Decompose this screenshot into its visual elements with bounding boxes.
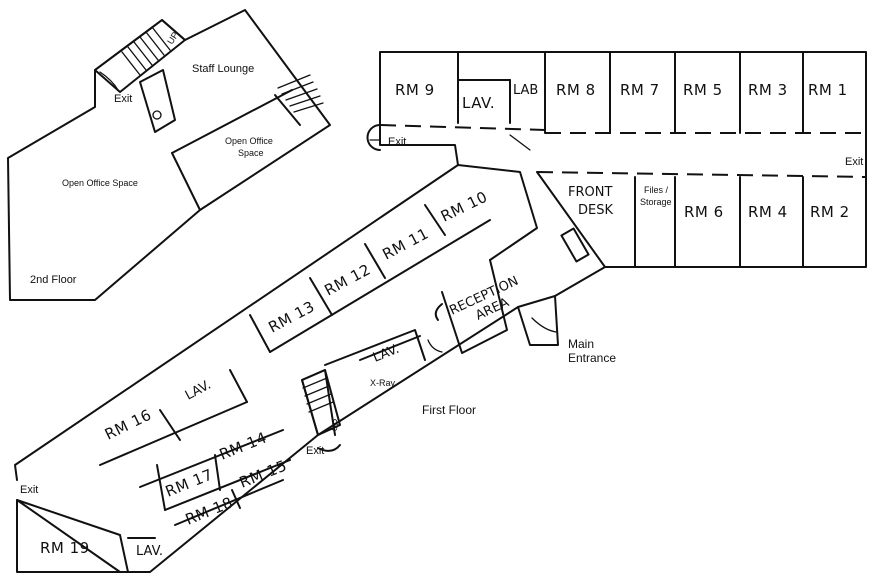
rm8-label: RM 8 (556, 81, 596, 99)
east-wing: RM 9 LAB RM 8 RM 7 RM 5 RM 3 RM 1 LAV. F… (366, 51, 867, 268)
rm19-label: RM 19 (40, 539, 90, 557)
main-entrance (517, 295, 559, 346)
second-floor-stairs (94, 19, 186, 93)
rm4-label: RM 4 (748, 203, 788, 221)
center-stairs (301, 369, 341, 436)
west-wing-exit-label: Exit (20, 484, 38, 496)
open-office-label-2: Space (238, 148, 264, 158)
lav-label-west-1: LAV. (183, 378, 214, 404)
rm7-label: RM 7 (620, 81, 660, 99)
xray-label: X-Ray (370, 378, 396, 388)
elevator-icon (152, 110, 162, 120)
second-floor-stairs-ne (277, 74, 324, 113)
east-wing-exit-west-label: Exit (388, 136, 406, 148)
second-floor-title: 2nd Floor (30, 274, 77, 286)
rm5-label: RM 5 (683, 81, 723, 99)
second-floor-exit-label: Exit (114, 93, 132, 105)
rm13-label: RM 13 (265, 297, 317, 336)
lav-label-west-2: LAV. (136, 544, 163, 559)
rm16-label: RM 16 (102, 406, 155, 444)
center-section: UP RECEPTION AREA Main Entrance X-Ray LA… (301, 259, 616, 457)
rm9-label: RM 9 (395, 81, 435, 99)
front-desk-counter (560, 227, 590, 263)
rm10-label: RM 10 (438, 188, 491, 226)
center-exit-label: Exit (306, 445, 324, 457)
east-wing-outline-north (379, 51, 867, 166)
open-office-label: Open Office (225, 136, 273, 146)
elevator-shaft (139, 69, 176, 133)
reception-walls (441, 259, 508, 354)
east-wing-exit-east-label: Exit (845, 156, 863, 168)
east-corridor-north-wall (379, 124, 546, 131)
open-office-space-label: Open Office Space (62, 178, 138, 188)
reception-door (434, 303, 443, 321)
west-exit-door (366, 124, 381, 151)
first-floor-title: First Floor (422, 403, 476, 417)
files-storage-label: Files / (644, 185, 669, 195)
rm14-label: RM 14 (217, 428, 270, 463)
lab-label: LAB (513, 83, 538, 98)
stairs-up-label: UP (165, 30, 180, 46)
east-corridor-south-wall (536, 171, 867, 178)
rm1-label: RM 1 (808, 81, 848, 99)
front-desk-label: FRONT (568, 185, 612, 200)
center-stairs-up-label: UP (328, 418, 341, 433)
center-exit-door (317, 444, 341, 452)
rm3-label: RM 3 (748, 81, 788, 99)
west-wing-outline-south (16, 434, 319, 573)
main-entrance-label: Main (568, 337, 594, 351)
rm11-label: RM 11 (379, 224, 431, 263)
west-wing: RM 10 RM 11 RM 12 RM 13 RM 14 RM 15 RM 1… (14, 164, 538, 573)
second-floor-plan: UP Staff Lounge Open Office Space Open O… (7, 9, 331, 301)
rm15-label: RM 15 (237, 456, 290, 491)
front-desk-label-2: DESK (578, 203, 613, 218)
rm6-label: RM 6 (684, 203, 724, 221)
east-wing-outline-south (536, 171, 867, 268)
files-storage-label-2: Storage (640, 197, 672, 207)
staff-lounge-label: Staff Lounge (192, 63, 254, 75)
west-wing-outline-north (14, 164, 538, 481)
rm2-label: RM 2 (810, 203, 850, 221)
rm19-room (16, 499, 129, 573)
main-entrance-label-2: Entrance (568, 351, 616, 365)
lav-label-east: LAV. (462, 94, 495, 112)
rm17-label: RM 17 (163, 465, 216, 500)
